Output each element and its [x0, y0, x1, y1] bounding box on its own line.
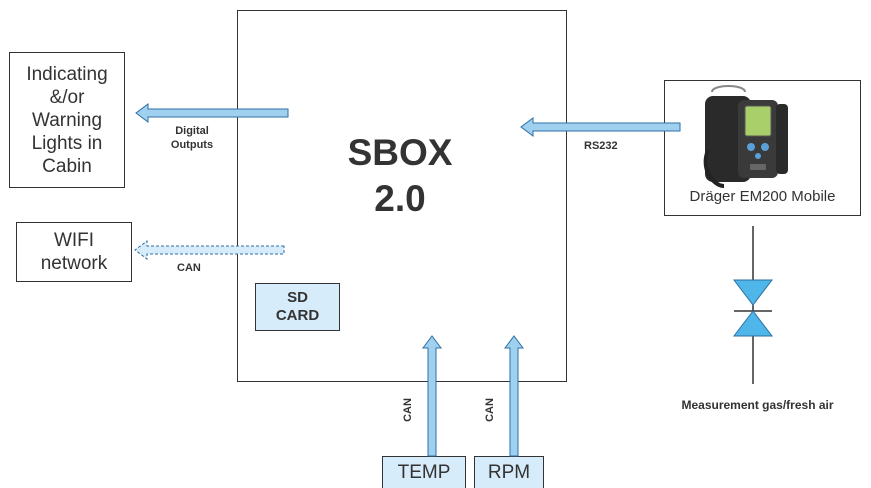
- sd-card-box: SD CARD: [255, 283, 340, 331]
- gas-analyzer-device-icon: [703, 85, 788, 188]
- wifi-network-box: WIFI network: [16, 222, 132, 282]
- sbox-title: SBOX 2.0: [347, 132, 453, 219]
- measurement-gas-label: Measurement gas/fresh air: [681, 398, 834, 412]
- rpm-sensor-box: RPM: [474, 456, 544, 488]
- can-wifi-arrow: [134, 240, 285, 260]
- digital-outputs-arrow: [135, 103, 289, 123]
- can-rpm-arrow: [504, 335, 524, 457]
- indicating-lights-box: Indicating &/or Warning Lights in Cabin: [9, 52, 125, 188]
- can-temp-arrow: [422, 335, 442, 457]
- device-caption: Dräger EM200 Mobile: [689, 188, 836, 205]
- can-wifi-label: CAN: [177, 262, 201, 274]
- temp-sensor-box: TEMP: [382, 456, 466, 488]
- rs232-label: RS232: [584, 140, 618, 152]
- digital-outputs-label: Digital Outputs: [170, 125, 214, 151]
- valve-icon: [732, 226, 774, 384]
- rs232-arrow: [520, 117, 681, 137]
